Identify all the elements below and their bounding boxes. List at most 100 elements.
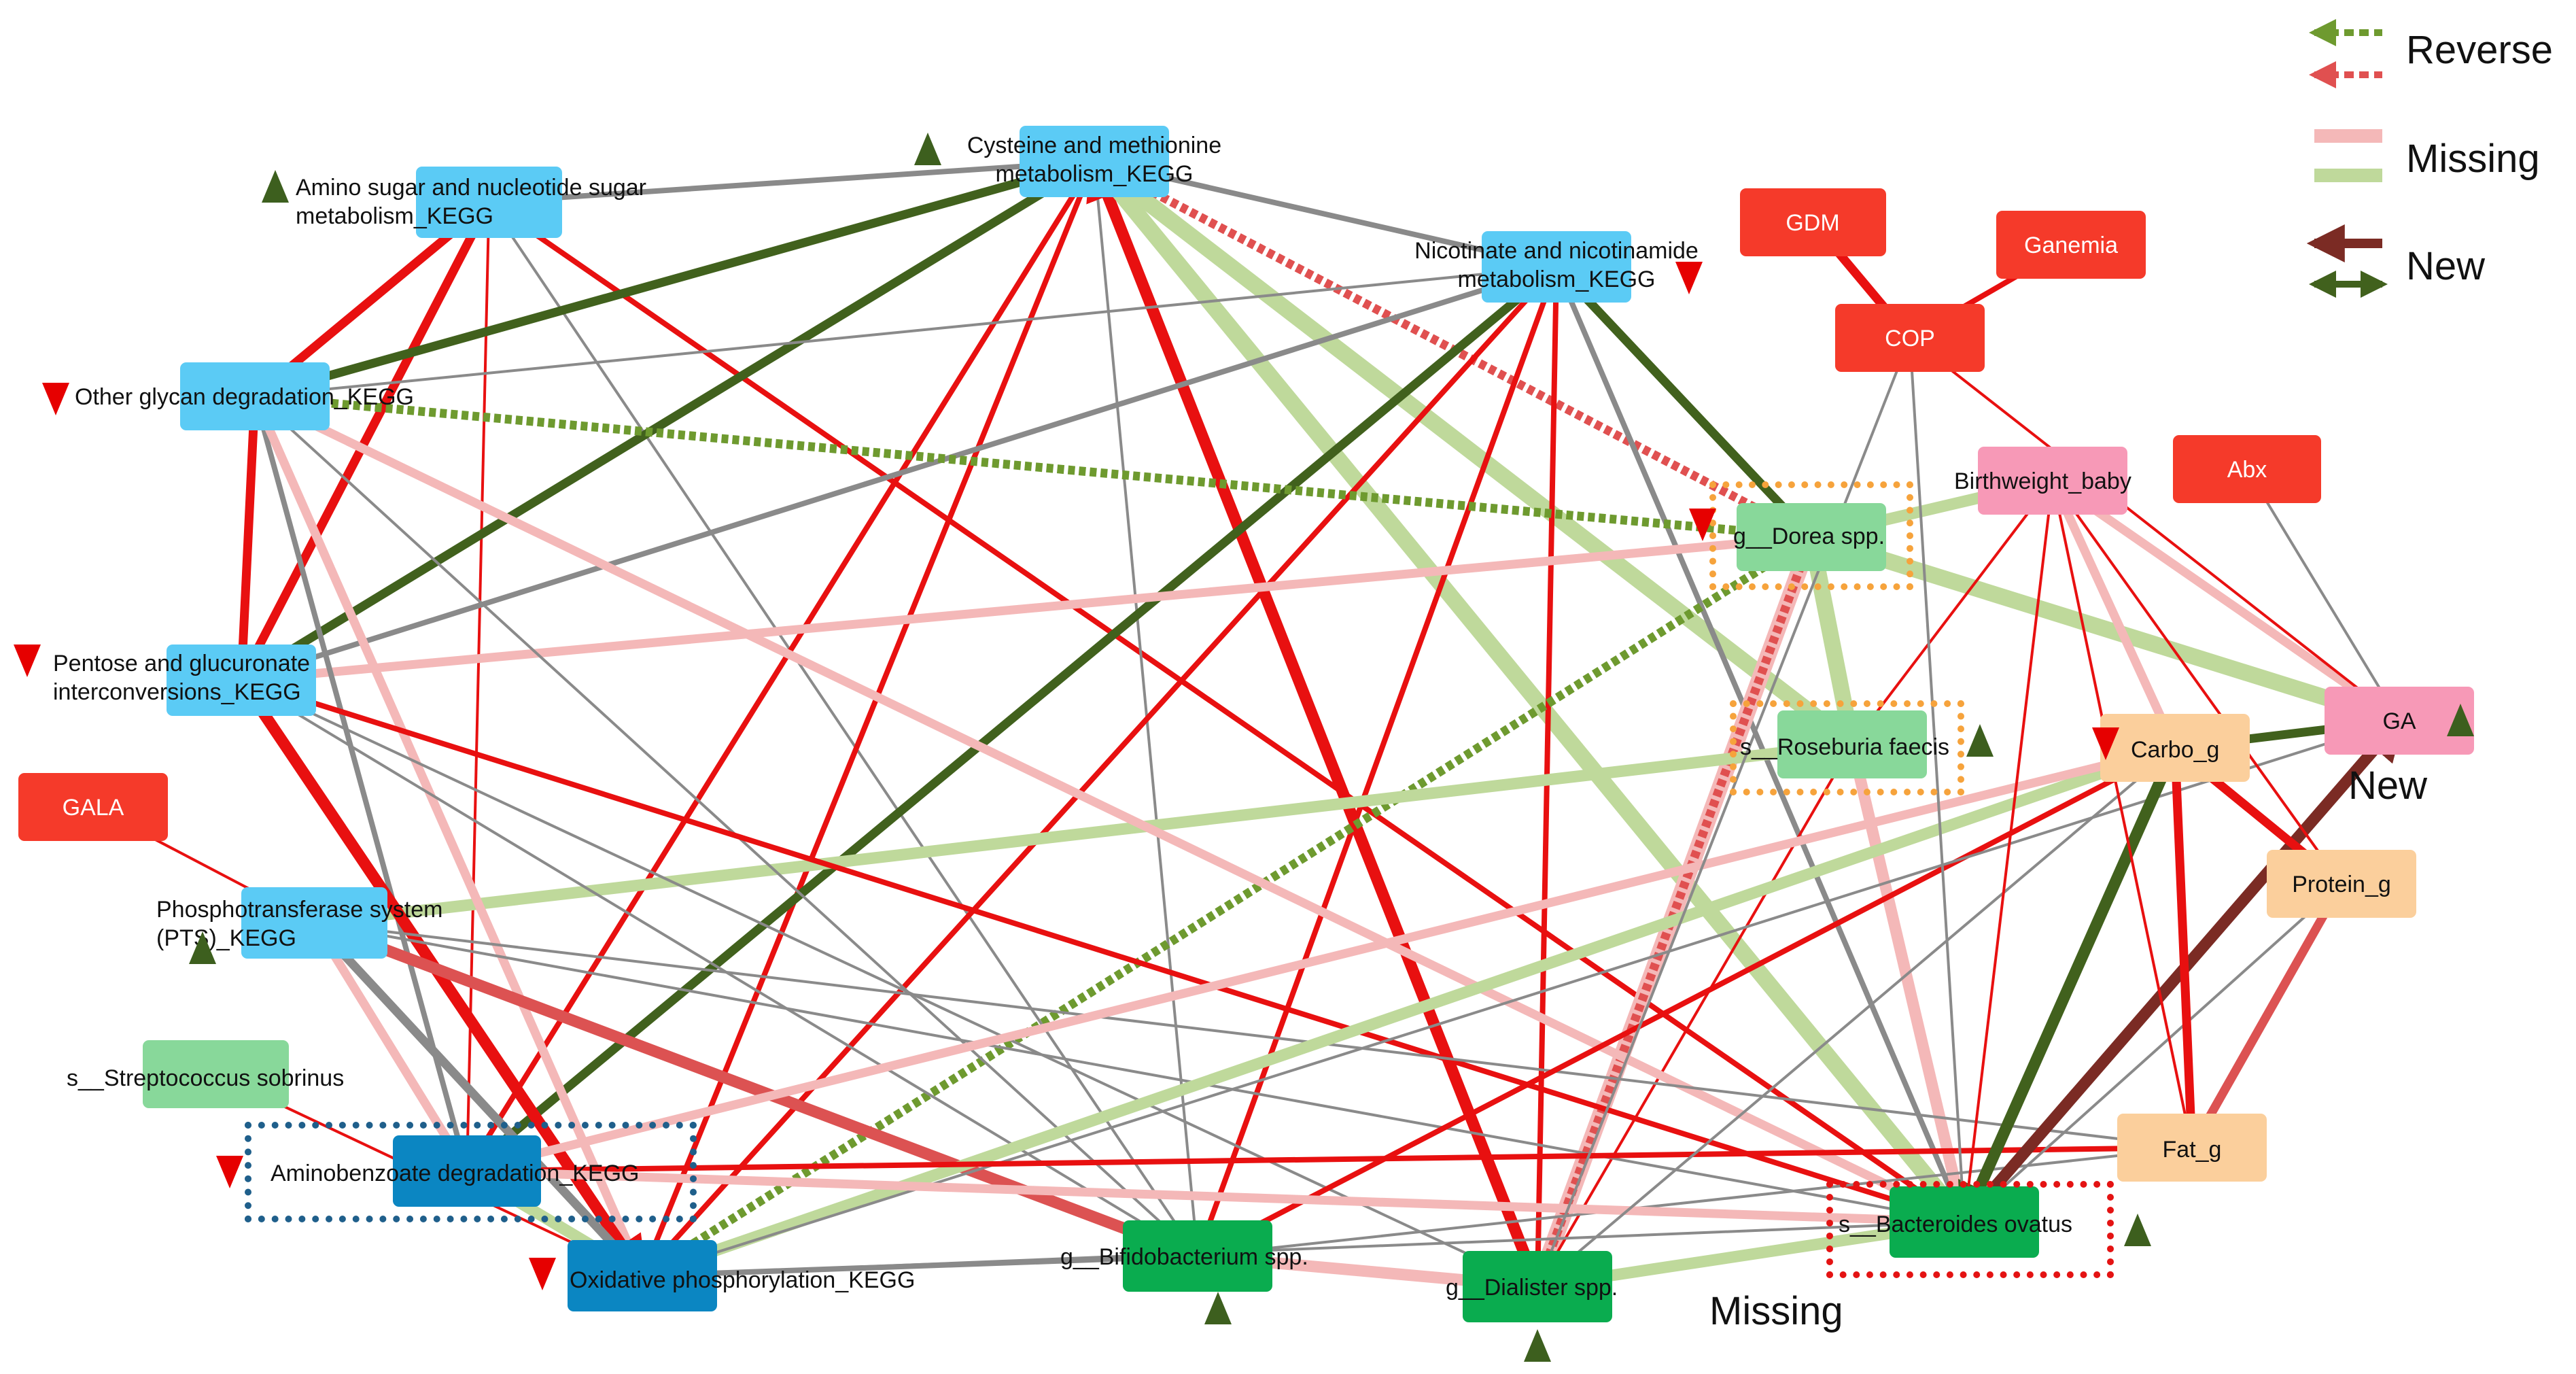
node-label-line: metabolism_KEGG xyxy=(995,161,1194,187)
node-label-line: GDM xyxy=(1786,210,1840,236)
node-label-roseburia: s__Roseburia faecis xyxy=(1740,733,1949,761)
node-label-other-glycan: Other glycan degradation_KEGG xyxy=(75,383,414,411)
node-label-gdm: GDM xyxy=(1786,209,1839,237)
edge-other_glycan-oxphos xyxy=(251,394,646,1278)
node-label-dorea: g__Dorea spp. xyxy=(1733,522,1885,551)
edge-pts-aminobenzoate xyxy=(310,921,471,1173)
up-triangle-icon xyxy=(1966,724,1994,757)
down-triangle-icon xyxy=(1689,509,1716,541)
down-triangle-icon xyxy=(14,645,41,677)
node-label-carbo: Carbo_g xyxy=(2131,736,2219,764)
node-carbo xyxy=(2100,714,2250,782)
node-strepto xyxy=(143,1040,289,1108)
edge-aminobenzoate-fat xyxy=(466,1145,2193,1174)
edge-other_glycan-aminobenzoate xyxy=(252,395,470,1172)
node-cysteine xyxy=(1020,126,1169,197)
node-dorea xyxy=(1737,503,1886,571)
edge-protein-fat xyxy=(2188,877,2346,1154)
node-label-line: Abx xyxy=(2227,457,2267,483)
node-ganemia xyxy=(1996,211,2146,279)
edge-birthweight-ga xyxy=(2050,477,2402,725)
edge-dialister-carbo xyxy=(1536,746,2176,1288)
node-label-line: s__Roseburia faecis xyxy=(1740,734,1950,760)
edge-nicotinate-aminobenzoate xyxy=(461,263,1560,1176)
node-nicotinate xyxy=(1482,231,1631,303)
edge-pentose-dialister xyxy=(241,679,1538,1288)
node-label-strepto: s__Streptococcus sobrinus xyxy=(67,1064,344,1093)
down-triangle-icon xyxy=(1675,262,1703,294)
node-label-aminobenzoate: Aminobenzoate degradation_KEGG xyxy=(271,1159,639,1188)
legend-new-label: New xyxy=(2406,244,2486,288)
node-label-ganemia: Ganemia xyxy=(2024,231,2118,260)
edge-roseburia-pts xyxy=(313,738,1853,929)
missing-annotation: Missing xyxy=(1709,1289,1843,1333)
node-fat xyxy=(2117,1114,2267,1182)
edge-roseburia-dialister xyxy=(1536,743,1853,1288)
down-triangle-icon xyxy=(529,1258,556,1290)
edge-cop-ga xyxy=(1909,337,2401,722)
node-oxphos xyxy=(568,1240,717,1311)
node-label-line: s__Bacteroides ovatus xyxy=(1839,1212,2072,1237)
edge-carbo-fat xyxy=(2170,747,2197,1148)
node-label-line: Carbo_g xyxy=(2131,737,2220,763)
edge-birthweight-fat xyxy=(2051,480,2193,1148)
edge-cysteine-dialister xyxy=(1086,152,1543,1289)
node-label-line: interconversions_KEGG xyxy=(53,679,301,705)
edge-amino_sugar-bifido xyxy=(487,201,1199,1257)
highlight-box-bacteroides xyxy=(1826,1181,2114,1278)
edge-birthweight-protein xyxy=(2051,479,2343,885)
edge-birthweight-carbo xyxy=(2049,479,2179,750)
edge-dorea-nicotinate xyxy=(1551,261,1815,540)
edge-bacteroides-birthweight xyxy=(1963,480,2054,1222)
highlight-box-roseburia xyxy=(1730,700,1964,795)
edge-pentose-bifido xyxy=(240,679,1199,1258)
node-abx xyxy=(2173,435,2321,503)
up-triangle-icon xyxy=(914,133,941,165)
edge-cysteine-bacteroides xyxy=(1087,156,1971,1228)
edge-other_glycan-bacteroides xyxy=(253,392,1966,1226)
node-label-line: Protein_g xyxy=(2292,872,2391,897)
node-label-line: Ganemia xyxy=(2024,233,2118,258)
node-aminobenzoate xyxy=(393,1135,541,1207)
node-label-protein: Protein_g xyxy=(2292,870,2391,899)
up-triangle-icon xyxy=(1204,1292,1232,1324)
legend-reverse-label: Reverse xyxy=(2406,28,2553,72)
edge-nicotinate-pentose xyxy=(240,264,1558,683)
edge-nicotinate-other_glycan xyxy=(254,265,1557,398)
node-label-line: COP xyxy=(1885,326,1935,351)
edge-cysteine-aminobenzoate xyxy=(464,160,1097,1173)
node-dialister xyxy=(1463,1251,1612,1322)
node-bacteroides xyxy=(1890,1186,2039,1258)
node-label-line: GA xyxy=(2382,708,2416,734)
node-label-line: Other glycan degradation_KEGG xyxy=(75,384,414,410)
edge-pentose-bacteroides xyxy=(240,677,1966,1225)
node-label-pts: Phosphotransferase system(PTS)_KEGG xyxy=(156,895,442,952)
node-gdm xyxy=(1740,188,1886,256)
node-label-line: Phosphotransferase system xyxy=(156,897,443,923)
edge-bifido-carbo xyxy=(1196,745,2176,1259)
node-label-fat: Fat_g xyxy=(2163,1135,2222,1164)
node-label-line: Aminobenzoate degradation_KEGG xyxy=(271,1161,640,1186)
edge-pts-fat xyxy=(314,921,2193,1149)
node-label-line: (PTS)_KEGG xyxy=(156,925,296,951)
edge-bacteroides-cop xyxy=(1909,337,1966,1222)
node-label-line: Amino sugar and nucleotide sugar xyxy=(296,175,646,201)
down-triangle-icon xyxy=(42,383,69,415)
node-label-bacteroides: s__Bacteroides ovatus xyxy=(1839,1210,2072,1239)
node-roseburia xyxy=(1777,710,1927,778)
node-birthweight xyxy=(1978,447,2127,515)
node-label-line: s__Streptococcus sobrinus xyxy=(67,1065,345,1091)
edge-amino_sugar-pentose xyxy=(237,200,493,683)
up-triangle-icon xyxy=(2447,704,2474,736)
node-label-line: g__Dialister spp. xyxy=(1446,1275,1618,1301)
edge-pts-bacteroides xyxy=(314,921,1965,1224)
legend-missing-label: Missing xyxy=(2406,137,2540,181)
node-label-line: Birthweight_baby xyxy=(1954,468,2131,494)
edge-bifido-pts xyxy=(305,914,1200,1262)
node-cop xyxy=(1835,304,1985,372)
